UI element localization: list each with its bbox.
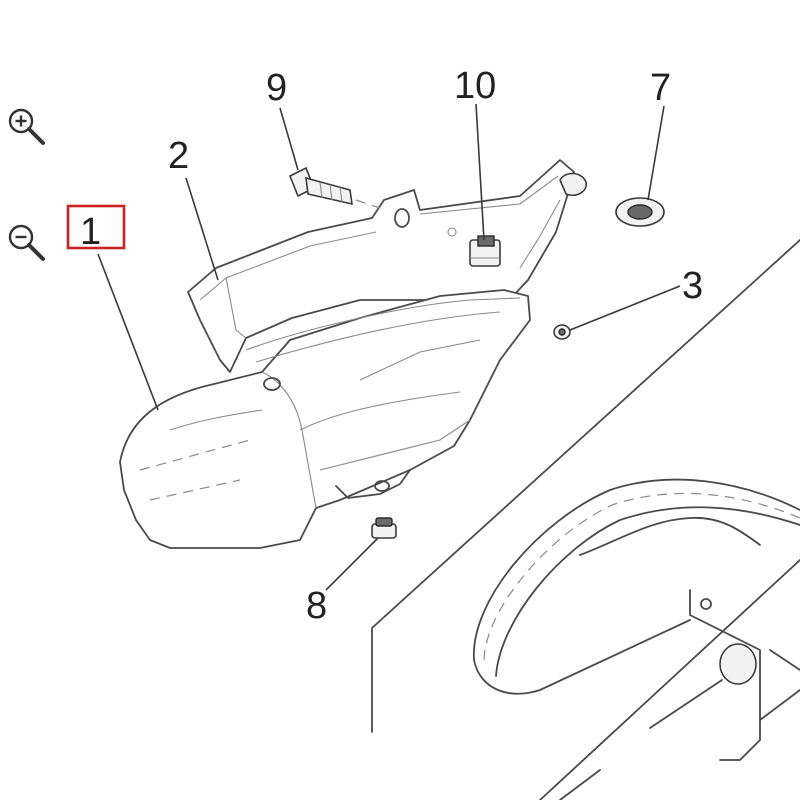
callout-9[interactable]: 9 — [266, 67, 287, 109]
callout-10[interactable]: 10 — [454, 65, 496, 107]
callout-2[interactable]: 2 — [168, 135, 189, 177]
zoom-out-icon — [8, 224, 45, 261]
zoom-in-button[interactable] — [4, 104, 48, 148]
part-3-nut — [553, 324, 571, 340]
part-9-bolt — [288, 166, 381, 209]
body-panel-outline — [371, 239, 800, 800]
part-1-cover — [119, 289, 531, 549]
zoom-in-icon — [8, 108, 45, 145]
zoom-out-button[interactable] — [4, 220, 48, 264]
callout-8[interactable]: 8 — [306, 585, 327, 627]
callout-7[interactable]: 7 — [650, 67, 671, 109]
part-7-grommet — [615, 197, 665, 227]
selected-part-highlight — [66, 204, 126, 250]
part-8-bushing — [371, 517, 397, 539]
part-2-bracket — [187, 159, 587, 373]
leader-lines — [97, 103, 681, 591]
callout-3[interactable]: 3 — [682, 265, 703, 307]
part-10-clip — [469, 235, 501, 267]
callout-1[interactable]: 1 — [80, 211, 101, 253]
